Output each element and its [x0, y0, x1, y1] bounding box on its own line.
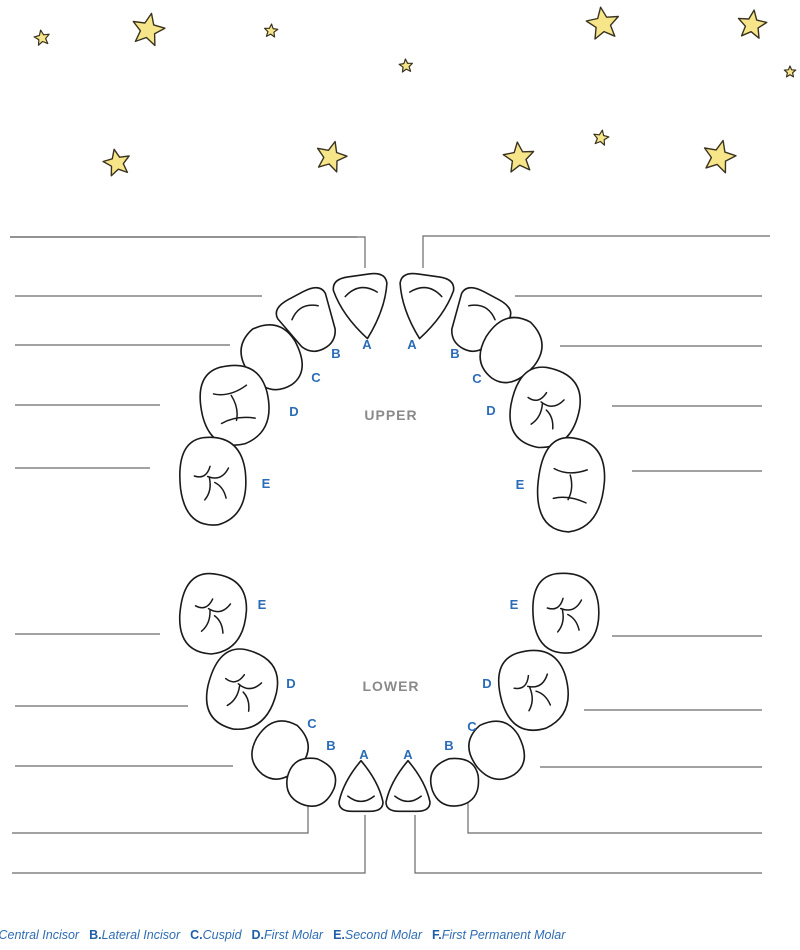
lower-central-incisor-right	[386, 761, 430, 812]
star-icon	[784, 66, 795, 77]
lower-second-molar-right	[530, 570, 603, 655]
upper-second-molar-left	[176, 434, 249, 527]
upper-jaw-label: UPPER	[364, 407, 417, 423]
legend-text: First Molar	[264, 928, 323, 942]
lower-central-incisor-left	[339, 761, 383, 812]
legend-key: C.	[190, 928, 203, 942]
upper-right-tooth-letter: B	[450, 346, 459, 361]
lower-left-tooth-letter: D	[286, 676, 295, 691]
upper-left-tooth-letter: A	[362, 337, 372, 352]
star-decorations	[34, 7, 796, 176]
legend-key: F.	[432, 928, 442, 942]
lower-right-tooth-letter: B	[444, 738, 453, 753]
upper-left-tooth-letter: D	[289, 404, 298, 419]
answer-line	[10, 237, 365, 268]
star-icon	[594, 130, 609, 145]
lower-right-tooth-letter: E	[510, 597, 519, 612]
star-icon	[265, 24, 278, 37]
answer-line	[468, 798, 762, 833]
upper-left-tooth-letter: B	[331, 346, 340, 361]
upper-right-tooth-letter: A	[407, 337, 417, 352]
lower-left-tooth-letter: E	[258, 597, 267, 612]
upper-second-molar-right	[534, 435, 608, 534]
lower-right-tooth-letter: A	[403, 747, 413, 762]
legend-key: D.	[252, 928, 265, 942]
star-icon	[503, 142, 533, 172]
label-lines	[10, 236, 770, 873]
lower-second-molar-left	[177, 571, 250, 656]
lower-right-tooth-letter: D	[482, 676, 491, 691]
star-icon	[739, 10, 767, 38]
upper-right-tooth-letter: C	[472, 371, 482, 386]
legend-text: Central Incisor	[0, 928, 79, 942]
upper-right-tooth-letter: E	[516, 477, 525, 492]
star-icon	[705, 141, 736, 173]
star-icon	[399, 59, 412, 72]
answer-line	[423, 236, 770, 268]
upper-left-tooth-letter: E	[262, 476, 271, 491]
upper-central-incisor-right	[393, 272, 455, 343]
lower-left-tooth-letter: C	[307, 716, 317, 731]
upper-central-incisor-left	[332, 272, 394, 343]
star-icon	[586, 7, 618, 39]
lower-jaw-label: LOWER	[362, 678, 419, 694]
lower-right-tooth-letter: C	[467, 719, 477, 734]
lower-left-tooth-letter: B	[326, 738, 335, 753]
star-icon	[34, 30, 49, 45]
legend-text: First Permanent Molar	[442, 928, 566, 942]
teeth	[176, 272, 608, 812]
legend-text: Second Molar	[345, 928, 422, 942]
lower-left-tooth-letter: A	[359, 747, 369, 762]
answer-line	[12, 815, 365, 873]
star-icon	[133, 13, 165, 45]
upper-right-tooth-letter: D	[486, 403, 495, 418]
answer-line	[12, 798, 308, 833]
star-icon	[318, 142, 347, 172]
upper-left-tooth-letter: C	[311, 370, 321, 385]
legend-key: E.	[333, 928, 345, 942]
star-icon	[103, 149, 129, 176]
legend-key: B.	[89, 928, 102, 942]
legend-text: Lateral Incisor	[102, 928, 181, 942]
answer-line	[415, 815, 762, 873]
legend-text: Cuspid	[203, 928, 242, 942]
